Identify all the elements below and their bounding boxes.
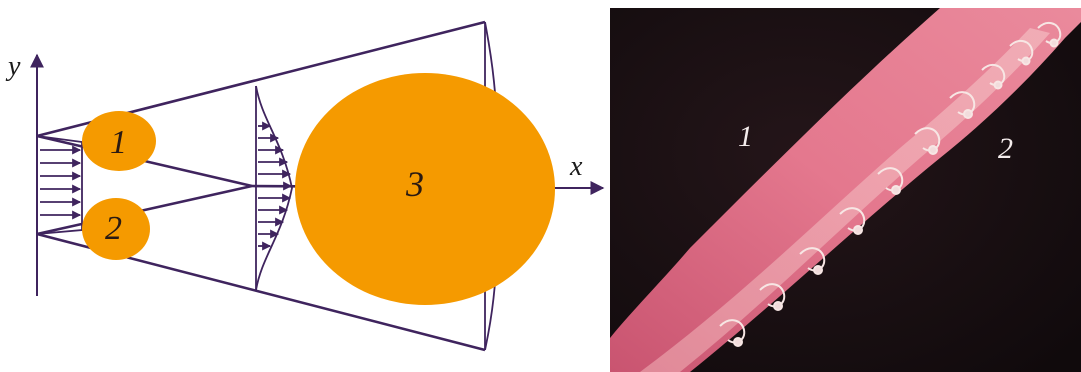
middle-velocity-profile xyxy=(255,85,293,291)
zone-3-blob xyxy=(295,73,555,305)
flow-schematic-diagram: y x 1 xyxy=(5,20,605,352)
zone-1-label: 1 xyxy=(110,124,127,161)
jet-core xyxy=(640,28,1050,372)
inlet-velocity-profile xyxy=(36,135,83,235)
vortex-structures xyxy=(719,21,1062,347)
axes xyxy=(30,53,605,296)
photo-label-2: 2 xyxy=(998,132,1013,165)
zone-2-label: 2 xyxy=(105,210,122,247)
zone-3-label: 3 xyxy=(405,164,424,204)
jet-photograph: 1 2 xyxy=(610,8,1081,372)
y-axis-label: y xyxy=(5,51,21,82)
zone-2-blob xyxy=(82,198,150,260)
x-axis-label: x xyxy=(569,151,583,182)
photo-label-1: 1 xyxy=(738,120,753,153)
zone-1-blob xyxy=(82,111,156,171)
